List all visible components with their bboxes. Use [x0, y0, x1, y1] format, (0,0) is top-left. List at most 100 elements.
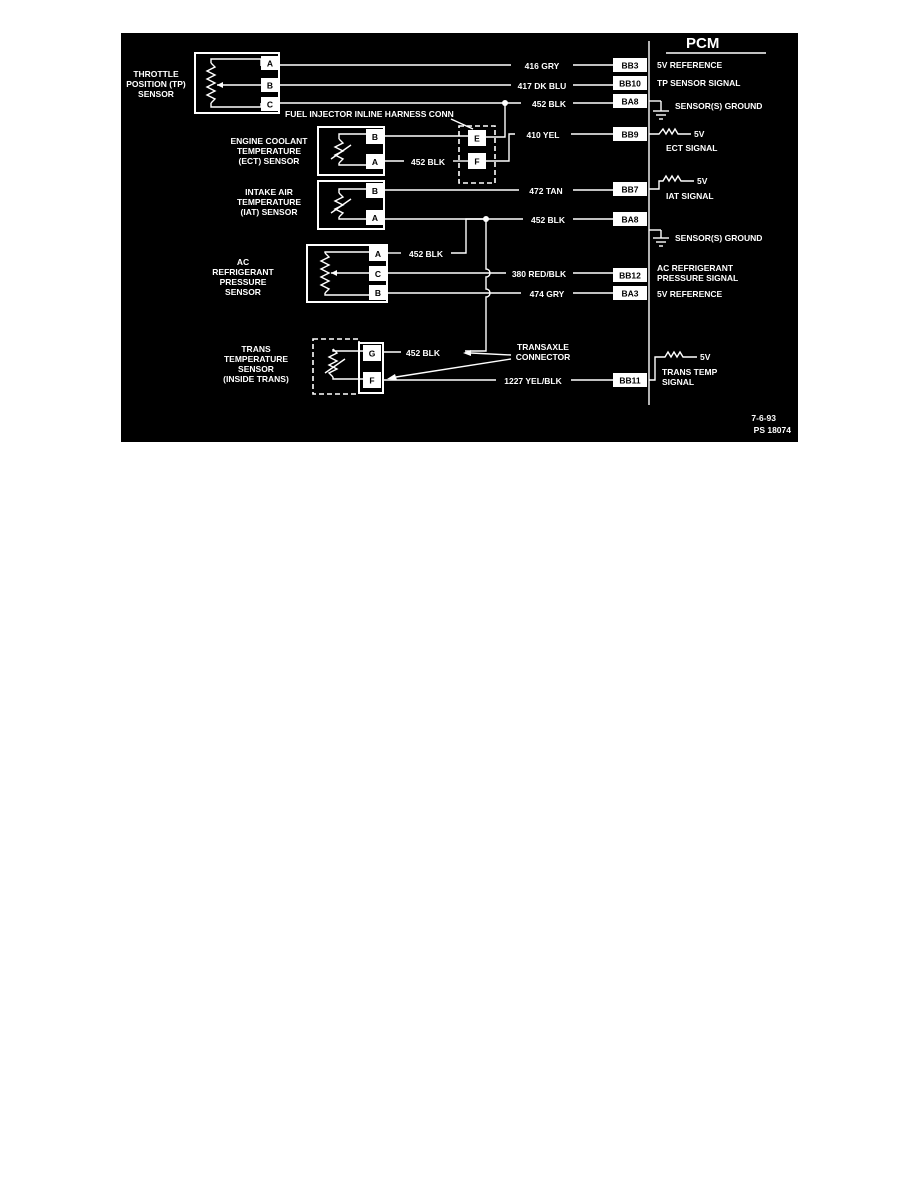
svg-text:F: F: [474, 157, 479, 167]
transaxle-arrow-2-icon: [387, 374, 397, 380]
ect-internal-a: [338, 163, 366, 166]
ground-symbol-2: [649, 229, 669, 247]
ect-sensor-box: [317, 126, 385, 176]
pcm-terminal-bb7: BB7: [613, 182, 647, 196]
tp-sensor-label-2: POSITION (TP): [126, 79, 186, 89]
trans-connector-box: [358, 342, 384, 394]
svg-text:B: B: [372, 186, 378, 196]
svg-text:A: A: [375, 249, 381, 259]
ac-pin-b: B: [369, 285, 387, 300]
harness-pin-f: F: [468, 153, 486, 169]
svg-text:BB9: BB9: [621, 130, 638, 140]
ac-wiper-arrow-icon: [331, 270, 337, 276]
svg-text:BA8: BA8: [621, 97, 638, 107]
harness-connector-dashed-box: [458, 125, 496, 184]
svg-text:B: B: [375, 288, 381, 298]
iat-sensor-box: [317, 180, 385, 230]
svg-text:BB10: BB10: [619, 79, 641, 89]
svg-text:BB7: BB7: [621, 185, 638, 195]
svg-text:A: A: [372, 213, 378, 223]
wire-452-trans-label: 452 BLK: [406, 348, 441, 358]
pcm-terminal-bb11: BB11: [613, 373, 647, 387]
ac-sensor-label-1: AC: [237, 257, 249, 267]
diagram-background: [121, 33, 798, 442]
wire-410-label: 410 YEL: [527, 130, 560, 140]
pcm-title: PCM: [686, 35, 719, 52]
ect-internal-b: [338, 133, 366, 139]
transaxle-pointer-1: [470, 352, 512, 356]
wire-452-iat-label: 452 BLK: [531, 215, 566, 225]
ac-potentiometer-icon: [319, 252, 331, 294]
tp-pin-b: B: [261, 78, 279, 92]
signal-5v-reference-1: 5V REFERENCE: [657, 60, 723, 70]
ac-internal-b: [324, 293, 369, 296]
svg-text:A: A: [267, 59, 273, 69]
svg-text:G: G: [369, 349, 376, 359]
wire-452-trans-bus: [465, 219, 491, 352]
ac-pin-a: A: [369, 246, 387, 261]
pcm-terminal-ba3: BA3: [613, 286, 647, 300]
ac-sensor-label-4: SENSOR: [225, 287, 261, 297]
pullup-resistor-trans: [649, 350, 697, 381]
pullup-resistor-ect: [649, 127, 691, 136]
svg-text:BB3: BB3: [621, 61, 638, 71]
signal-trans-5v: 5V: [700, 352, 711, 362]
iat-pin-a: A: [366, 210, 384, 225]
trans-internal-g: [332, 349, 363, 352]
wire-harness-e-ground: [486, 103, 506, 138]
wire-380-label: 380 RED/BLK: [512, 269, 567, 279]
ect-sensor-label-2: TEMPERATURE: [237, 146, 301, 156]
iat-pin-b: B: [366, 183, 384, 198]
signal-iat-5v: 5V: [697, 176, 708, 186]
ect-pin-a: A: [366, 154, 384, 169]
svg-text:C: C: [375, 269, 381, 279]
tp-potentiometer-icon: [205, 62, 217, 104]
ac-internal-a: [324, 251, 369, 253]
wire-417-label: 417 DK BLU: [518, 81, 567, 91]
tp-sensor-label-1: THROTTLE: [133, 69, 179, 79]
signal-ac-pressure-line2: PRESSURE SIGNAL: [657, 273, 738, 283]
svg-text:BB11: BB11: [619, 376, 641, 386]
tp-pin-a: A: [261, 56, 279, 70]
wiring-diagram-svg: PCM BB3 BB10 BA8 BB9 BB7 BA8 BB12 BA3 BB…: [121, 33, 798, 442]
ect-sensor-label-3: (ECT) SENSOR: [239, 156, 300, 166]
wire-1227-label: 1227 YEL/BLK: [504, 376, 562, 386]
wire-416-label: 416 GRY: [525, 61, 560, 71]
wire-harness-f-410: [486, 133, 515, 162]
ac-pin-c: C: [369, 266, 387, 281]
wire-472-label: 472 TAN: [529, 186, 562, 196]
harness-connector-label: FUEL INJECTOR INLINE HARNESS CONN: [285, 109, 454, 119]
wire-474-label: 474 GRY: [530, 289, 565, 299]
pcm-terminal-bb10: BB10: [613, 76, 647, 90]
wiring-diagram: PCM BB3 BB10 BA8 BB9 BB7 BA8 BB12 BA3 BB…: [121, 33, 798, 442]
tp-sensor-label-3: SENSOR: [138, 89, 174, 99]
signal-ect: ECT SIGNAL: [666, 143, 717, 153]
transaxle-arrow-1-icon: [463, 350, 471, 356]
diagram-code: PS 18074: [754, 425, 792, 435]
ect-sensor-label-1: ENGINE COOLANT: [231, 136, 309, 146]
transaxle-pointer-2: [395, 358, 512, 378]
transaxle-connector-label-1: TRANSAXLE: [517, 342, 569, 352]
signal-5v-reference-2: 5V REFERENCE: [657, 289, 723, 299]
svg-text:B: B: [372, 132, 378, 142]
iat-sensor-label-1: INTAKE AIR: [245, 187, 293, 197]
svg-text:BB12: BB12: [619, 271, 641, 281]
svg-text:BA8: BA8: [621, 215, 638, 225]
svg-text:A: A: [372, 157, 378, 167]
pcm-terminal-ba8-iat: BA8: [613, 212, 647, 226]
tp-wiper-arrow-icon: [217, 82, 223, 88]
signal-sensor-ground-2: SENSOR(S) GROUND: [675, 233, 762, 243]
trans-pin-g: G: [363, 345, 381, 361]
iat-thermistor-arrow-icon: [330, 198, 352, 214]
signal-trans-temp-line1: TRANS TEMP: [662, 367, 718, 377]
transaxle-connector-label-2: CONNECTOR: [516, 352, 571, 362]
svg-text:F: F: [369, 376, 374, 386]
trans-internal-f: [332, 377, 363, 380]
trans-sensor-label-4: (INSIDE TRANS): [223, 374, 289, 384]
trans-pin-f: F: [363, 372, 381, 388]
trans-sensor-label-1: TRANS: [241, 344, 271, 354]
wire-452-ac-end: [451, 218, 486, 254]
pullup-resistor-iat: [649, 174, 694, 190]
harness-pin-e: E: [468, 130, 486, 146]
trans-sensor-label-3: SENSOR: [238, 364, 274, 374]
